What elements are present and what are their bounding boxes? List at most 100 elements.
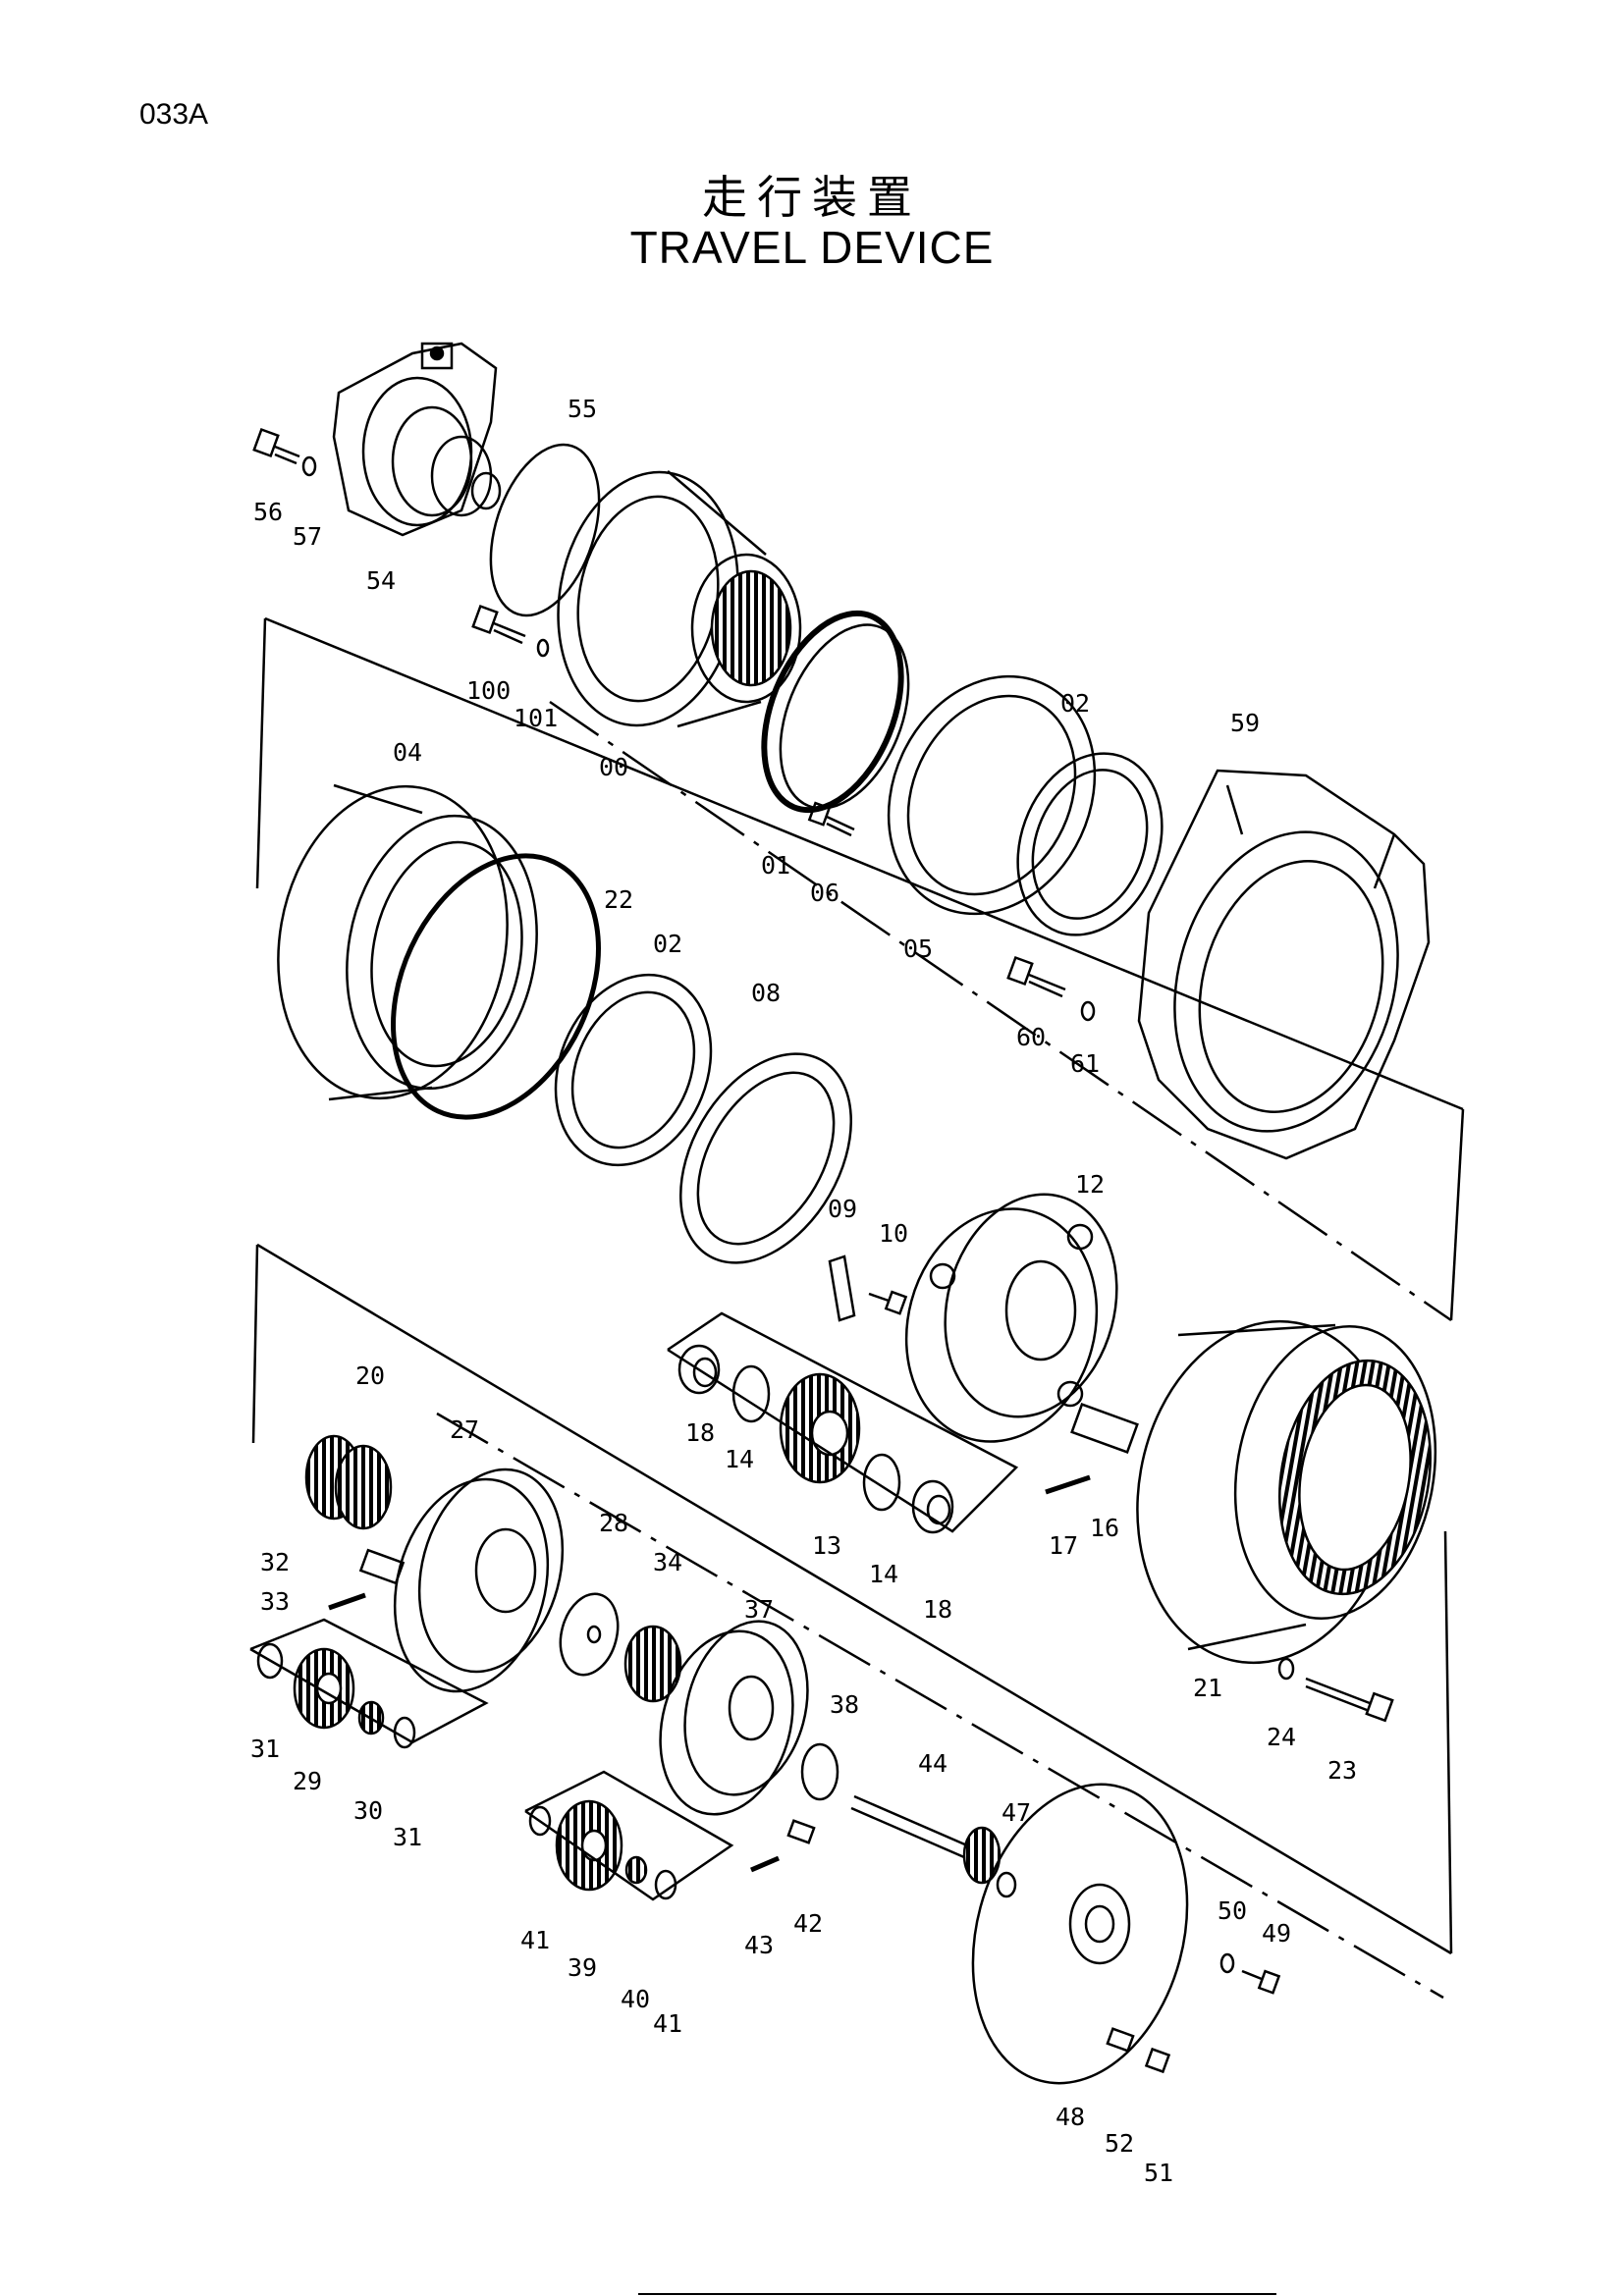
part-33-spring-pin — [328, 1592, 366, 1611]
label-part-50: 50 — [1218, 1896, 1247, 1925]
part-06-bolt — [807, 801, 855, 837]
label-part-17: 17 — [1049, 1531, 1078, 1560]
part-27-carrier — [393, 1468, 565, 1693]
label-part-55: 55 — [568, 395, 597, 423]
label-part-56: 56 — [253, 498, 283, 526]
part-09-segment — [828, 1255, 856, 1322]
part-43-spring-pin — [750, 1855, 780, 1873]
title-english: TRAVEL DEVICE — [629, 222, 995, 273]
label-part-14-left: 14 — [725, 1445, 754, 1473]
label-part-16: 16 — [1090, 1514, 1119, 1542]
label-part-12: 12 — [1075, 1170, 1105, 1199]
part-05-flange — [887, 674, 1097, 916]
label-part-02-lower: 02 — [653, 930, 682, 958]
label-part-37: 37 — [744, 1595, 774, 1624]
label-part-22: 22 — [604, 885, 633, 914]
part-12-carrier — [904, 1193, 1118, 1443]
part-59-sprocket — [1137, 769, 1431, 1160]
label-part-31-right: 31 — [393, 1823, 422, 1851]
part-00-hub — [557, 470, 802, 728]
label-part-24: 24 — [1267, 1723, 1296, 1751]
label-part-00: 00 — [599, 753, 628, 781]
part-47-washer — [996, 1871, 1017, 1898]
label-part-05: 05 — [903, 934, 933, 963]
label-part-41-right: 41 — [653, 2009, 682, 2038]
label-part-33: 33 — [260, 1587, 290, 1616]
part-29-planet-gear — [293, 1647, 355, 1730]
part-14-snap-ring-right — [862, 1453, 901, 1512]
leader-bracket-39 — [524, 1770, 734, 1901]
label-part-57: 57 — [293, 522, 322, 551]
label-part-21: 21 — [1193, 1674, 1222, 1702]
label-part-38: 38 — [830, 1690, 859, 1719]
label-part-02-upper: 02 — [1060, 689, 1090, 718]
part-50-washer — [1219, 1952, 1235, 1974]
part-41-thrust-washer-left — [528, 1805, 552, 1837]
label-part-01: 01 — [761, 851, 790, 880]
label-part-30: 30 — [353, 1796, 383, 1825]
part-100-bolt — [471, 604, 526, 645]
part-31-thrust-washer-left — [256, 1642, 284, 1680]
label-part-20: 20 — [355, 1362, 385, 1390]
label-part-06: 06 — [810, 879, 839, 907]
label-part-54: 54 — [366, 566, 396, 595]
part-57-washer — [301, 455, 317, 477]
label-part-43: 43 — [744, 1931, 774, 1959]
part-02-bearing-lower — [554, 973, 713, 1167]
part-18-bearing-right — [911, 1479, 954, 1534]
label-part-10: 10 — [879, 1219, 908, 1248]
label-part-34: 34 — [653, 1548, 682, 1576]
part-32-pin — [358, 1548, 406, 1585]
label-part-101: 101 — [514, 704, 558, 732]
label-part-04: 04 — [393, 738, 422, 767]
part-39-planet-gear — [555, 1799, 623, 1892]
part-38-washer — [800, 1742, 839, 1801]
label-part-18-right: 18 — [923, 1595, 952, 1624]
label-part-44: 44 — [918, 1749, 947, 1778]
label-part-52: 52 — [1105, 2129, 1134, 2158]
label-part-27: 27 — [450, 1415, 479, 1444]
part-01-seal-ring — [761, 610, 910, 814]
page-code: 033A — [139, 98, 209, 131]
part-40-needle-bearing — [624, 1855, 648, 1885]
label-part-100: 100 — [466, 676, 511, 705]
label-part-32: 32 — [260, 1548, 290, 1576]
part-21-ring-gear — [1136, 1319, 1437, 1665]
part-34-gear — [623, 1625, 682, 1703]
label-part-14-right: 14 — [869, 1560, 898, 1588]
part-16-pin — [1070, 1403, 1139, 1454]
part-51-plug — [1144, 2047, 1171, 2074]
label-part-28: 28 — [599, 1509, 628, 1537]
part-52-plug — [1106, 2027, 1135, 2053]
title-japanese: 走行装置 — [702, 171, 922, 224]
part-23-bolt — [1305, 1677, 1394, 1723]
label-part-51: 51 — [1144, 2159, 1173, 2187]
label-part-60: 60 — [1016, 1023, 1046, 1051]
part-08-ring — [679, 1052, 852, 1264]
part-37-carrier — [659, 1620, 809, 1816]
group-outline-lower — [251, 1243, 1453, 2000]
label-part-61: 61 — [1070, 1049, 1100, 1078]
label-part-23: 23 — [1327, 1756, 1357, 1785]
label-part-39: 39 — [568, 1953, 597, 1982]
part-22-o-ring — [391, 853, 601, 1120]
part-44-shaft — [850, 1794, 1001, 1885]
label-part-29: 29 — [293, 1767, 322, 1795]
part-24-washer — [1277, 1657, 1295, 1681]
label-part-31-left: 31 — [250, 1735, 280, 1763]
label-part-48: 48 — [1056, 2103, 1085, 2131]
part-02-bearing-upper — [1016, 752, 1164, 936]
part-04-housing — [277, 783, 538, 1101]
label-part-41-left: 41 — [520, 1926, 550, 1954]
footer-rule — [638, 2293, 1276, 2295]
part-49-bolt — [1241, 1969, 1281, 1995]
label-part-40: 40 — [621, 1985, 650, 2013]
label-part-09: 09 — [828, 1195, 857, 1223]
leader-bracket-29 — [249, 1618, 489, 1744]
part-18-bearing-left — [677, 1344, 721, 1395]
label-part-47: 47 — [1001, 1798, 1031, 1827]
part-60-bolt — [1006, 955, 1066, 998]
leader-bracket-13 — [667, 1311, 1019, 1533]
part-54-motor — [332, 342, 502, 537]
